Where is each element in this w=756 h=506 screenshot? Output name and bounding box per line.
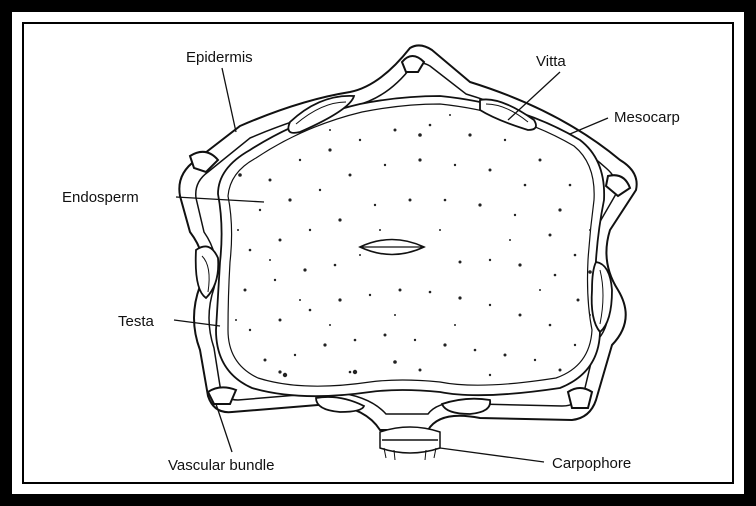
label-testa: Testa (118, 313, 155, 330)
label-carpophore: Carpophore (552, 455, 631, 472)
epidermis-leader (222, 68, 236, 132)
label-vitta: Vitta (536, 53, 566, 70)
carpophore-structure (380, 427, 440, 460)
carpophore-leader (440, 448, 544, 462)
label-endosperm: Endosperm (62, 189, 139, 206)
label-epidermis: Epidermis (186, 49, 253, 66)
label-vascular-bundle: Vascular bundle (168, 457, 274, 474)
label-mesocarp: Mesocarp (614, 109, 680, 126)
mesocarp-leader (570, 118, 608, 134)
